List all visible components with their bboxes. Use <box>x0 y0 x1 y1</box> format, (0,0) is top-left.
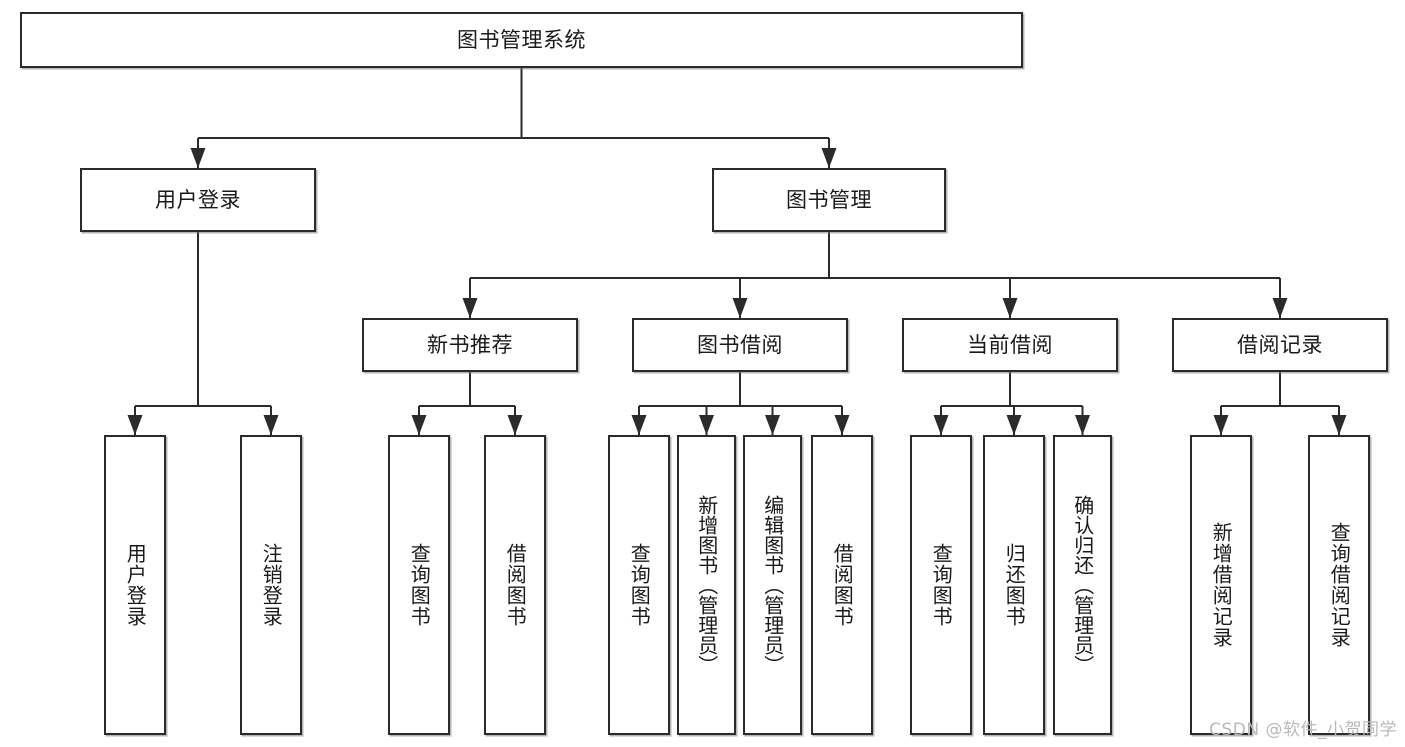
node-label-book-borrow: 图书借阅 <box>697 332 783 357</box>
node-box-book-borrow[interactable]: 图书借阅 <box>632 318 848 372</box>
node-label-leaf-borrow-book: 借阅图书 <box>830 543 855 627</box>
node-label-leaf-add-book-admin: 新增图书（管理员） <box>694 495 719 675</box>
node-box-leaf-logout-login[interactable]: 注销登录 <box>240 435 302 735</box>
node-label-leaf-query-book-borrow: 查询图书 <box>627 543 652 627</box>
node-box-leaf-query-book-rec[interactable]: 查询图书 <box>388 435 450 735</box>
arrow-head-leaf-edit-book-admin <box>765 415 780 435</box>
arrow-head-leaf-query-book-rec <box>411 415 427 435</box>
arrow-head-leaf-add-book-admin <box>699 415 714 435</box>
node-box-leaf-query-book-current[interactable]: 查询图书 <box>910 435 972 735</box>
node-box-user-login[interactable]: 用户登录 <box>80 168 316 232</box>
arrow-head-book-manage <box>821 148 837 168</box>
node-box-root[interactable]: 图书管理系统 <box>20 12 1023 68</box>
node-box-leaf-confirm-return-admin[interactable]: 确认归还（管理员） <box>1053 435 1112 735</box>
node-label-root: 图书管理系统 <box>457 27 586 52</box>
arrow-head-user-login <box>190 148 206 168</box>
node-box-borrow-record[interactable]: 借阅记录 <box>1172 318 1388 372</box>
arrow-head-leaf-query-book-current <box>933 415 949 435</box>
arrow-head-leaf-add-borrow-record <box>1213 415 1229 435</box>
arrow-head-leaf-query-borrow-record <box>1331 415 1347 435</box>
node-label-leaf-logout-login: 注销登录 <box>259 543 284 627</box>
node-label-leaf-user-login: 用户登录 <box>123 543 148 627</box>
node-box-current-borrow[interactable]: 当前借阅 <box>902 318 1118 372</box>
arrow-head-leaf-borrow-book-rec <box>507 415 523 435</box>
arrow-head-current-borrow <box>1002 298 1018 318</box>
node-box-book-manage[interactable]: 图书管理 <box>712 168 946 232</box>
arrow-head-new-book-recommend <box>462 298 478 318</box>
node-box-leaf-borrow-book-rec[interactable]: 借阅图书 <box>484 435 546 735</box>
node-label-leaf-borrow-book-rec: 借阅图书 <box>503 543 528 627</box>
node-box-leaf-add-book-admin[interactable]: 新增图书（管理员） <box>677 435 736 735</box>
node-label-borrow-record: 借阅记录 <box>1237 332 1323 357</box>
node-box-leaf-query-book-borrow[interactable]: 查询图书 <box>608 435 670 735</box>
arrow-head-leaf-query-book-borrow <box>631 415 647 435</box>
arrow-head-leaf-confirm-return-admin <box>1075 415 1090 435</box>
node-box-leaf-return-book[interactable]: 归还图书 <box>983 435 1045 735</box>
node-label-current-borrow: 当前借阅 <box>967 332 1053 357</box>
node-label-leaf-query-book-current: 查询图书 <box>929 543 954 627</box>
arrow-head-leaf-borrow-book <box>834 415 850 435</box>
watermark-label: CSDN @软件_小贺同学 <box>1209 720 1397 740</box>
node-box-leaf-user-login[interactable]: 用户登录 <box>104 435 166 735</box>
arrow-head-borrow-record <box>1272 298 1288 318</box>
arrow-head-leaf-return-book <box>1006 415 1022 435</box>
node-label-book-manage: 图书管理 <box>786 187 872 212</box>
arrow-head-leaf-logout-login <box>263 415 279 435</box>
node-box-leaf-edit-book-admin[interactable]: 编辑图书（管理员） <box>743 435 802 735</box>
node-label-leaf-query-book-rec: 查询图书 <box>407 543 432 627</box>
arrow-head-leaf-user-login <box>127 415 143 435</box>
node-label-user-login: 用户登录 <box>155 187 241 212</box>
node-label-new-book-recommend: 新书推荐 <box>427 332 513 357</box>
node-label-leaf-confirm-return-admin: 确认归还（管理员） <box>1070 495 1095 675</box>
arrow-head-book-borrow <box>732 298 748 318</box>
node-box-leaf-borrow-book[interactable]: 借阅图书 <box>811 435 873 735</box>
node-label-leaf-edit-book-admin: 编辑图书（管理员） <box>760 495 785 675</box>
node-box-leaf-query-borrow-record[interactable]: 查询借阅记录 <box>1308 435 1370 735</box>
node-box-leaf-add-borrow-record[interactable]: 新增借阅记录 <box>1190 435 1252 735</box>
node-box-new-book-recommend[interactable]: 新书推荐 <box>362 318 578 372</box>
node-label-leaf-return-book: 归还图书 <box>1002 543 1027 627</box>
node-label-leaf-add-borrow-record: 新增借阅记录 <box>1209 522 1234 648</box>
node-label-leaf-query-borrow-record: 查询借阅记录 <box>1327 522 1352 648</box>
